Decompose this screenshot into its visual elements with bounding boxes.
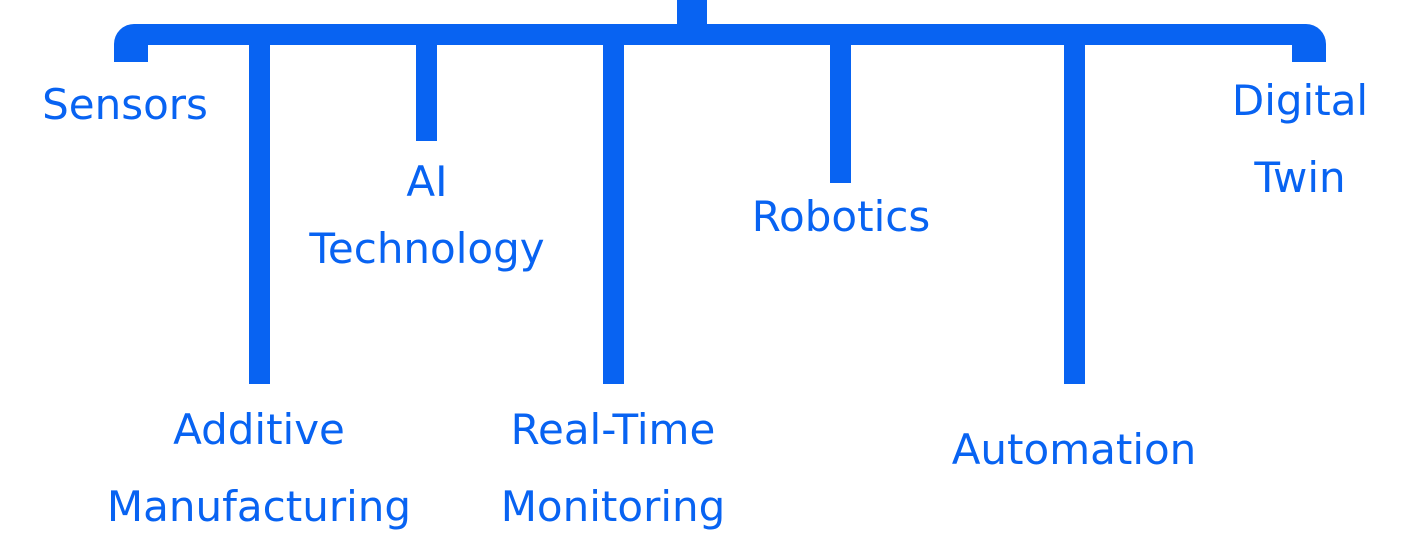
node-additive-manufacturing: Additive Manufacturing [107, 391, 411, 545]
node-label-line: Digital [1231, 76, 1369, 125]
branch-line-robotics [830, 40, 851, 183]
node-label-line: Additive [173, 405, 345, 454]
branch-line-additive-manufacturing [249, 40, 270, 384]
node-real-time-monitoring: Real-Time Monitoring [501, 391, 726, 545]
root-stem [677, 0, 707, 27]
node-label-line: Robotics [751, 192, 931, 241]
node-label-line: Monitoring [500, 482, 726, 531]
node-ai-technology: AI Technology [309, 143, 544, 287]
node-label-line: Sensors [42, 80, 208, 129]
branch-line-real-time-monitoring [603, 40, 624, 384]
branch-line-ai-technology [416, 40, 437, 141]
node-label-line: Automation [951, 425, 1197, 474]
node-label-line: Real-Time [510, 405, 716, 454]
node-label-line: Manufacturing [106, 482, 412, 531]
node-sensors: Sensors [42, 66, 208, 143]
node-robotics: Robotics [752, 178, 930, 255]
node-label-line: AI [406, 157, 448, 206]
node-automation: Automation [952, 411, 1197, 488]
node-digital-twin: Digital Twin [1232, 62, 1368, 216]
node-label-line: Technology [309, 224, 545, 273]
main-branch-bar [114, 24, 1326, 62]
node-label-line: Twin [1254, 153, 1346, 202]
branch-line-automation [1064, 40, 1085, 384]
